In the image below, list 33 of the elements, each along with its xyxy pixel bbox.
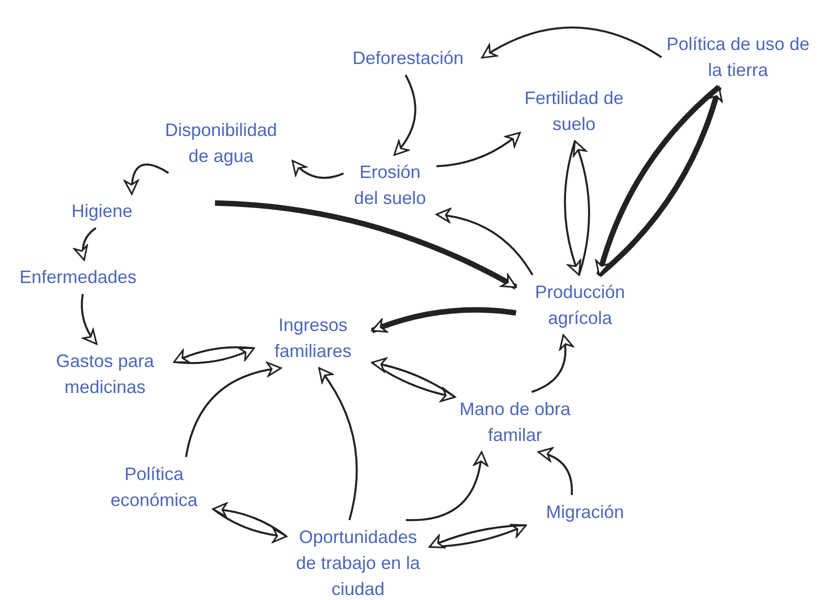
arrow (185, 362, 282, 458)
arrow (214, 200, 518, 290)
arrow (212, 502, 288, 538)
concept-label: Producción agrícola (520, 279, 640, 331)
concept-label: Oportunidades de trabajo en la ciudad (290, 524, 426, 600)
concept-label: Higiene (57, 198, 147, 224)
arrow (481, 26, 662, 59)
concept-label: Mano de obra familar (459, 396, 571, 448)
concept-label: Deforestación (338, 45, 478, 71)
arrow (80, 294, 98, 345)
arrow (371, 307, 516, 334)
arrow (531, 334, 574, 393)
arrow (564, 140, 582, 276)
arrow (318, 367, 358, 520)
arrow (436, 132, 521, 168)
concept-label: Migración (530, 499, 640, 525)
concept-label: Ingresos familiares (258, 312, 368, 364)
arrow (572, 140, 590, 276)
concept-label: Política económica (99, 461, 209, 513)
arrow (212, 508, 288, 543)
concept-label: Fertilidad de suelo (524, 85, 624, 137)
arrow (292, 160, 344, 179)
concept-label: Política de uso de la tierra (666, 31, 810, 83)
arrow (393, 74, 416, 156)
arrow (74, 227, 96, 261)
arrow (406, 451, 488, 522)
arrow (538, 448, 573, 496)
arrow (124, 164, 169, 195)
arrow (436, 208, 534, 276)
concept-label: Erosión del suelo (348, 159, 432, 211)
concept-label: Disponibilidad de agua (154, 117, 288, 169)
concept-label: Enfermedades (8, 264, 148, 290)
concept-label: Gastos para medicinas (40, 348, 170, 400)
